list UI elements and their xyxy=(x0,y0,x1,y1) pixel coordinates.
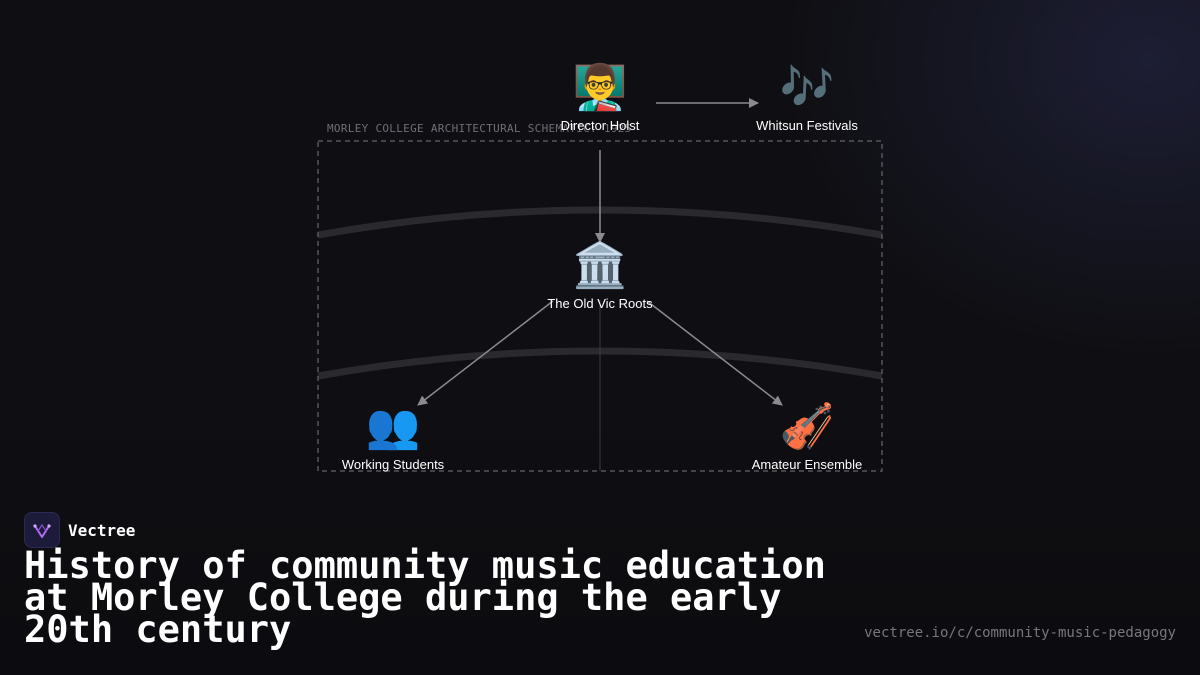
classical-building-icon: 🏛️ xyxy=(572,240,628,291)
vectree-logo-icon xyxy=(24,512,60,548)
brand-name: Vectree xyxy=(68,520,136,540)
node-label: Amateur Ensemble xyxy=(751,457,863,472)
violin-icon: 🎻 xyxy=(779,401,835,452)
node-amateur-ensemble: 🎻 Amateur Ensemble xyxy=(727,399,887,472)
edge-oldvic-to-ensemble xyxy=(646,300,783,406)
node-label: Whitsun Festivals xyxy=(756,118,858,133)
node-old-vic-roots: 🏛️ The Old Vic Roots xyxy=(520,238,680,311)
people-icon: 👥 xyxy=(365,401,421,452)
brand: Vectree xyxy=(24,512,135,548)
edge-oldvic-to-students xyxy=(417,300,554,406)
node-whitsun-festivals: 🎶 Whitsun Festivals xyxy=(727,60,887,133)
schematic-box xyxy=(317,140,883,472)
node-label: The Old Vic Roots xyxy=(547,296,653,311)
node-label: Working Students xyxy=(341,457,445,472)
node-label: Director Holst xyxy=(560,118,640,133)
vectree-logo-mark xyxy=(33,523,51,538)
node-working-students: 👥 Working Students xyxy=(313,399,473,472)
schematic-label: MORLEY COLLEGE ARCHITECTURAL SCHEMATIC: … xyxy=(327,122,632,135)
source-url: vectree.io/c/community-music-pedagogy xyxy=(864,625,1176,641)
node-director-holst: 👨‍🏫 Director Holst xyxy=(520,60,680,133)
page-title: History of community music education at … xyxy=(24,544,826,651)
teacher-icon: 👨‍🏫 xyxy=(572,62,628,113)
music-notes-icon: 🎶 xyxy=(779,62,835,113)
